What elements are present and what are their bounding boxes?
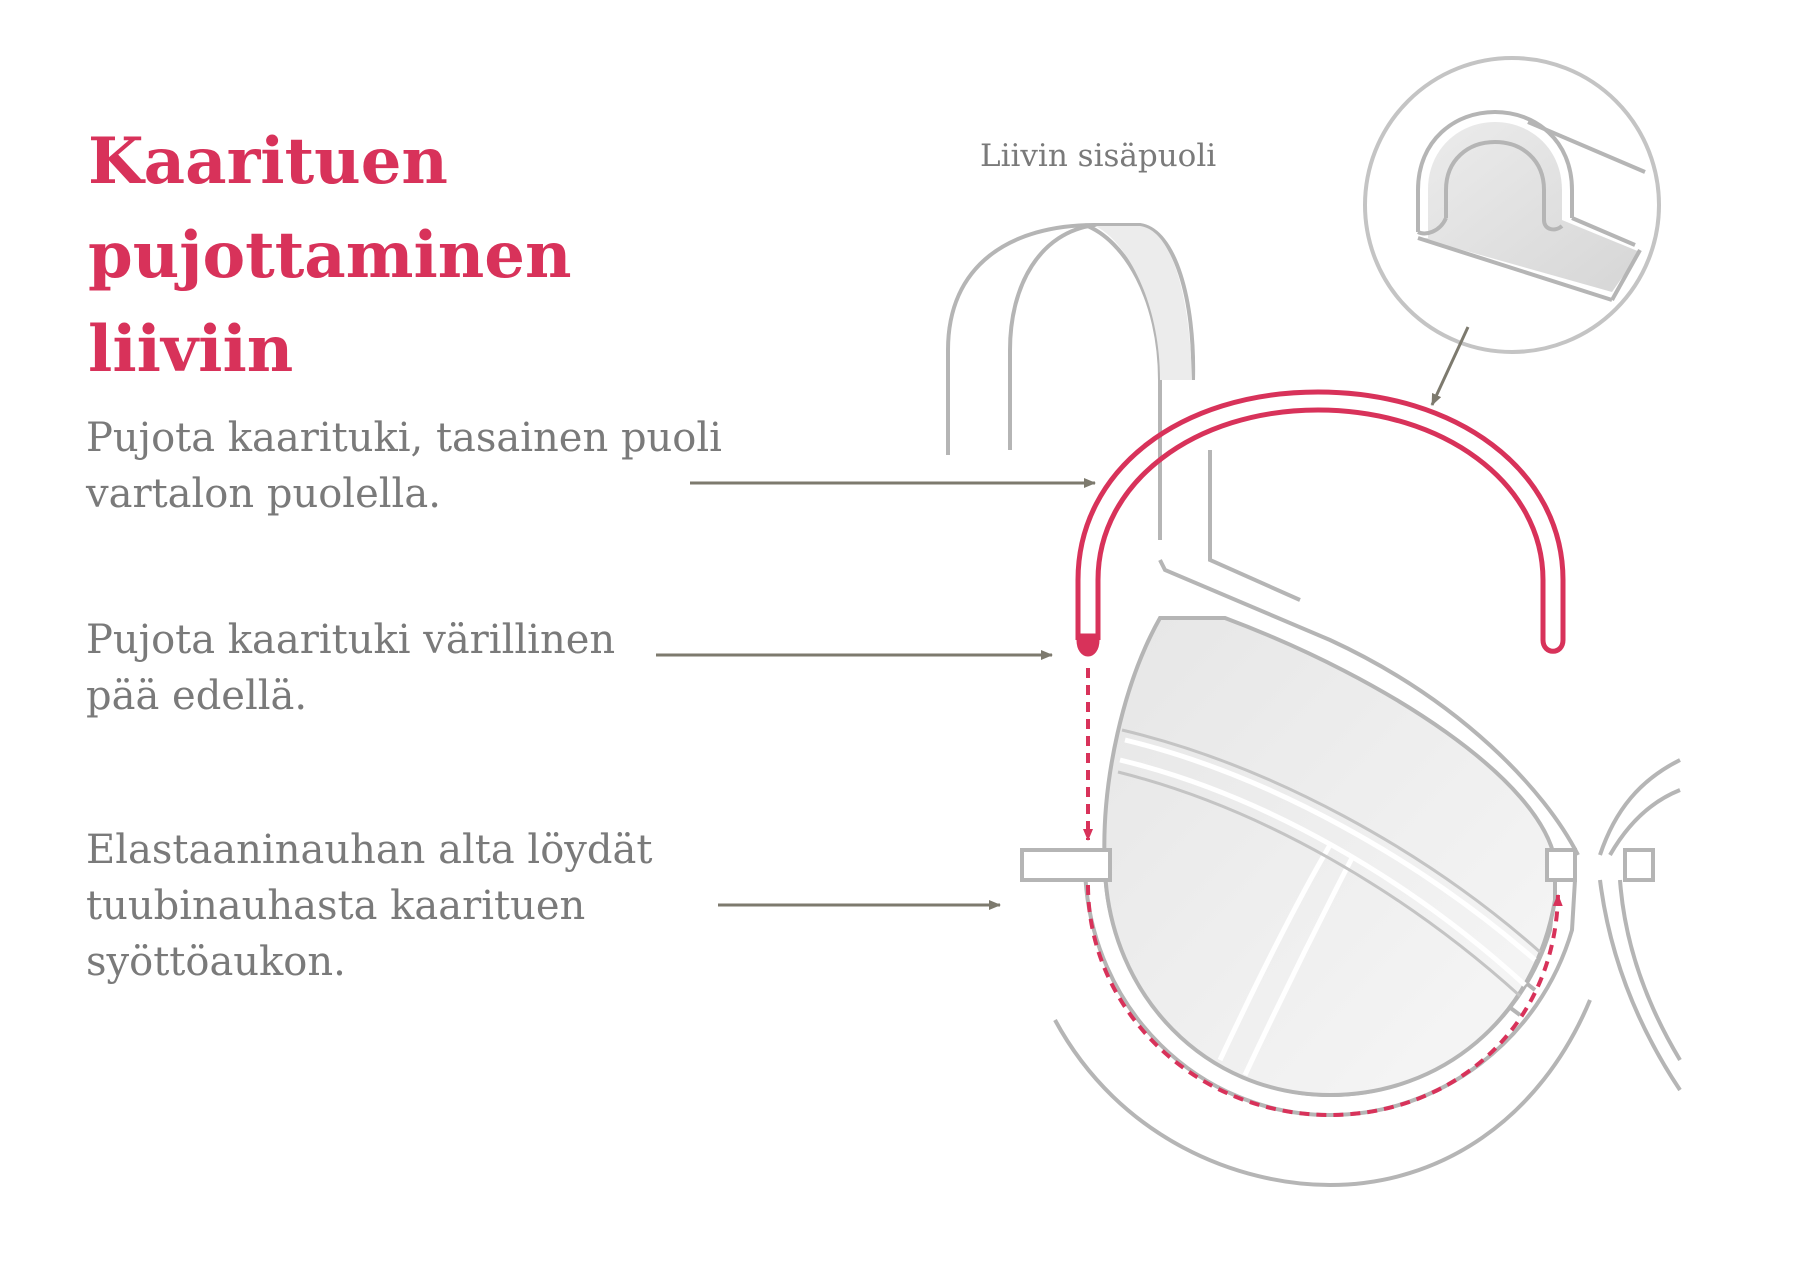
page-title: Kaarituen pujottaminen liiviin xyxy=(88,124,572,387)
channel-opening-far xyxy=(1623,848,1655,882)
magnifier-pointer xyxy=(1430,326,1470,406)
cup-seams xyxy=(1119,737,1537,1077)
shoulder-strap xyxy=(946,223,1301,602)
magnifier xyxy=(1363,56,1661,354)
cup-seam-outlines xyxy=(1117,728,1541,998)
strap-highlight xyxy=(1095,226,1192,380)
step-3-text: Elastaaninauhan alta löydät tuubinauhast… xyxy=(86,827,653,985)
inner-side-label: Liivin sisäpuoli xyxy=(980,138,1217,174)
step-2-text: Pujota kaarituki värillinen pää edellä. xyxy=(86,617,616,719)
channel-opening-right xyxy=(1545,848,1577,882)
channel-opening-left xyxy=(1020,848,1112,882)
underwire xyxy=(1075,389,1566,654)
tube-profile xyxy=(1420,122,1640,292)
bra-cup xyxy=(1102,616,1557,1098)
second-cup-edge xyxy=(1598,758,1682,1092)
underwire-colored-tip xyxy=(1076,633,1100,657)
insertion-path-channel xyxy=(1086,884,1563,1118)
step-1-text: Pujota kaarituki, tasainen puoli vartalo… xyxy=(86,415,722,517)
